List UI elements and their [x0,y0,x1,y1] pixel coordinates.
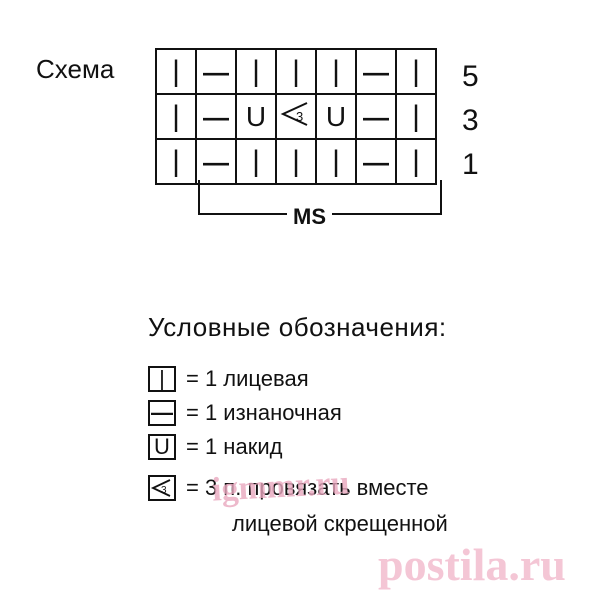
k3tog-icon: 3 [280,101,308,126]
chart-cell-yarn-over: U [235,93,277,140]
watermark: postila.ru [378,539,566,590]
chart-cell-knit: | [395,48,437,95]
chart-cell-knit: | [395,93,437,140]
row-number: 1 [462,148,479,181]
legend-item-label: = 1 лицевая [186,366,309,391]
k3tog-symbol-icon: 3 [148,475,176,501]
scheme-title: Схема [36,54,115,84]
chart-cell-purl: — [195,93,237,140]
chart-cell-k3tog-icon: 3 [275,93,317,140]
legend-item-label: = 1 накид [186,434,283,459]
chart-cell-knit: | [155,48,197,95]
row-number: 5 [462,60,479,93]
svg-text:3: 3 [161,485,167,496]
row-number: 3 [462,104,479,137]
chart-row-1: | — | | | — | [155,138,437,185]
chart-row-5: | — | | | — | [155,48,437,95]
chart-cell-purl: — [355,48,397,95]
chart-cell-knit: | [275,48,317,95]
chart-cell-knit: | [235,48,277,95]
legend-item-k3tog: 3 = 3 п. провязать вместе [148,475,429,501]
legend-item-label: = 3 п. провязать вместе [186,475,429,500]
chart-cell-purl: — [195,138,237,185]
legend-title: Условные обозначения: [148,312,447,342]
yarn-over-symbol-icon: U [148,434,176,460]
chart-cell-knit: | [235,138,277,185]
legend-item-yarn-over: U = 1 накид [148,434,282,460]
knit-symbol-icon: | [148,366,176,392]
legend-item-purl: — = 1 изнаночная [148,400,342,426]
chart-cell-purl: — [355,93,397,140]
chart-cell-knit: | [315,48,357,95]
purl-symbol-icon: — [148,400,176,426]
chart-cell-knit: | [315,138,357,185]
chart-cell-knit: | [275,138,317,185]
legend-item-continuation: лицевой скрещенной [232,511,448,536]
k3tog-icon: 3 [150,479,171,497]
legend-item-knit: | = 1 лицевая [148,366,309,392]
chart-cell-purl: — [195,48,237,95]
svg-text:3: 3 [296,109,303,124]
chart-cell-purl: — [355,138,397,185]
legend-item-label: = 1 изнаночная [186,400,342,425]
watermark: igmmr.ru [211,464,351,509]
repeat-label: MS [287,204,332,230]
chart-cell-yarn-over: U [315,93,357,140]
chart-cell-knit: | [395,138,437,185]
chart-row-3: | — U 3 U — | [155,93,437,140]
chart-cell-knit: | [155,138,197,185]
knitting-chart: | — | | | — | | — U 3 U — | | — | | | — … [155,48,437,185]
chart-cell-knit: | [155,93,197,140]
